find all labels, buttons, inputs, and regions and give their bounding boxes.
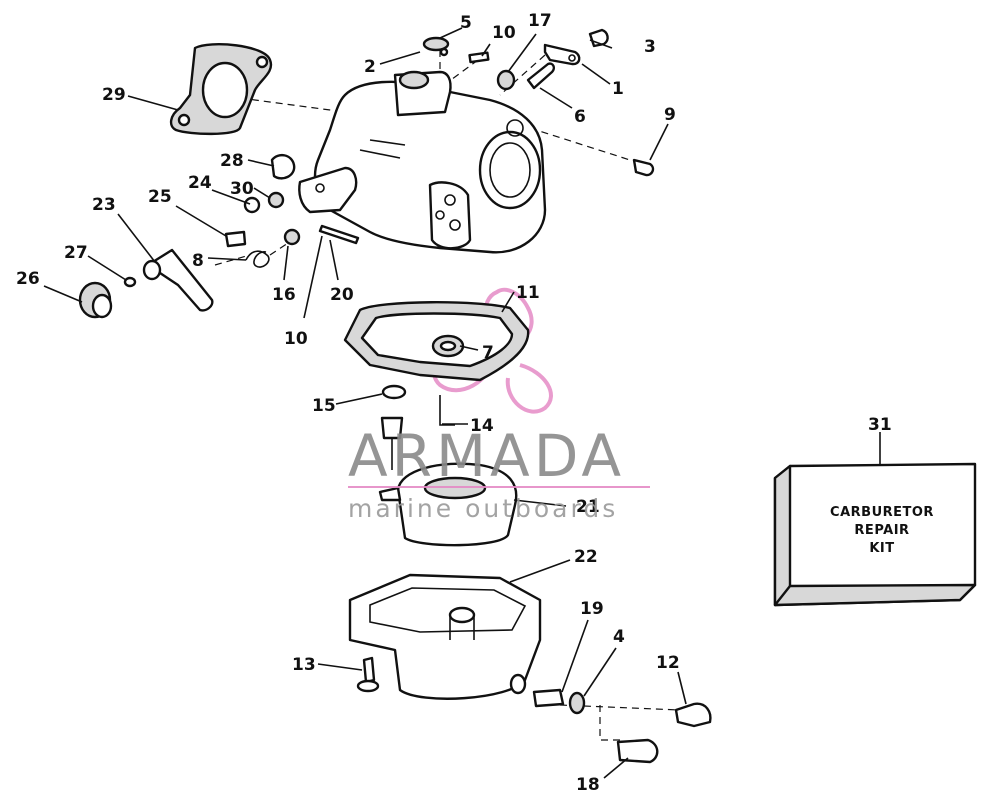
part-label-29: 29 xyxy=(102,85,126,105)
part-label-22: 22 xyxy=(574,547,598,567)
part-label-12: 12 xyxy=(656,653,680,673)
part-label-17: 17 xyxy=(528,11,552,31)
part-label-18: 18 xyxy=(576,775,600,795)
flange-gasket xyxy=(169,43,273,136)
repair-kit-box: CARBURETOR REPAIR KIT xyxy=(773,462,977,607)
part-label-24: 24 xyxy=(188,173,212,193)
part-label-19: 19 xyxy=(580,599,604,619)
part-label-11: 11 xyxy=(516,283,540,303)
watermark-brand: ARMADA xyxy=(348,422,625,490)
part-label-6: 6 xyxy=(574,107,586,127)
part-label-21: 21 xyxy=(576,497,600,517)
part-label-10-top: 10 xyxy=(492,23,516,43)
part-label-8: 8 xyxy=(192,251,204,271)
part-label-14: 14 xyxy=(470,416,494,436)
part-label-16: 16 xyxy=(272,285,296,305)
float-bowl xyxy=(348,573,542,700)
part-label-23: 23 xyxy=(92,195,116,215)
watermark-tagline: marine outboards xyxy=(348,494,618,523)
part-label-10-bottom: 10 xyxy=(284,329,308,349)
part-label-15: 15 xyxy=(312,396,336,416)
part-label-9: 9 xyxy=(664,105,676,125)
part-label-5: 5 xyxy=(460,13,472,33)
kit-label-line1: CARBURETOR xyxy=(830,505,934,520)
part-label-4: 4 xyxy=(613,627,625,647)
part-label-3: 3 xyxy=(644,37,656,57)
part-label-2: 2 xyxy=(364,57,376,77)
left-linkage-parts xyxy=(78,153,360,319)
carburetor-body xyxy=(298,70,547,254)
float-assembly xyxy=(378,384,518,547)
bowl-gasket xyxy=(343,301,530,382)
kit-label-line3: KIT xyxy=(869,541,894,556)
leader-lines xyxy=(43,27,881,779)
part-label-27: 27 xyxy=(64,243,88,263)
part-label-20: 20 xyxy=(330,285,354,305)
part-label-30: 30 xyxy=(230,179,254,199)
part-label-7: 7 xyxy=(482,343,494,363)
part-label-31: 31 xyxy=(868,415,892,435)
part-number-labels: 1 2 3 4 5 6 7 8 9 10 10 11 12 13 14 15 1… xyxy=(16,11,892,795)
kit-label-line2: REPAIR xyxy=(854,523,909,538)
part-label-1: 1 xyxy=(612,79,624,99)
part-label-13: 13 xyxy=(292,655,316,675)
part-label-26: 26 xyxy=(16,269,40,289)
watermark-text: ARMADA marine outboards xyxy=(348,422,650,523)
bottom-fasteners xyxy=(356,656,712,764)
part-label-28: 28 xyxy=(220,151,244,171)
part-label-25: 25 xyxy=(148,187,172,207)
